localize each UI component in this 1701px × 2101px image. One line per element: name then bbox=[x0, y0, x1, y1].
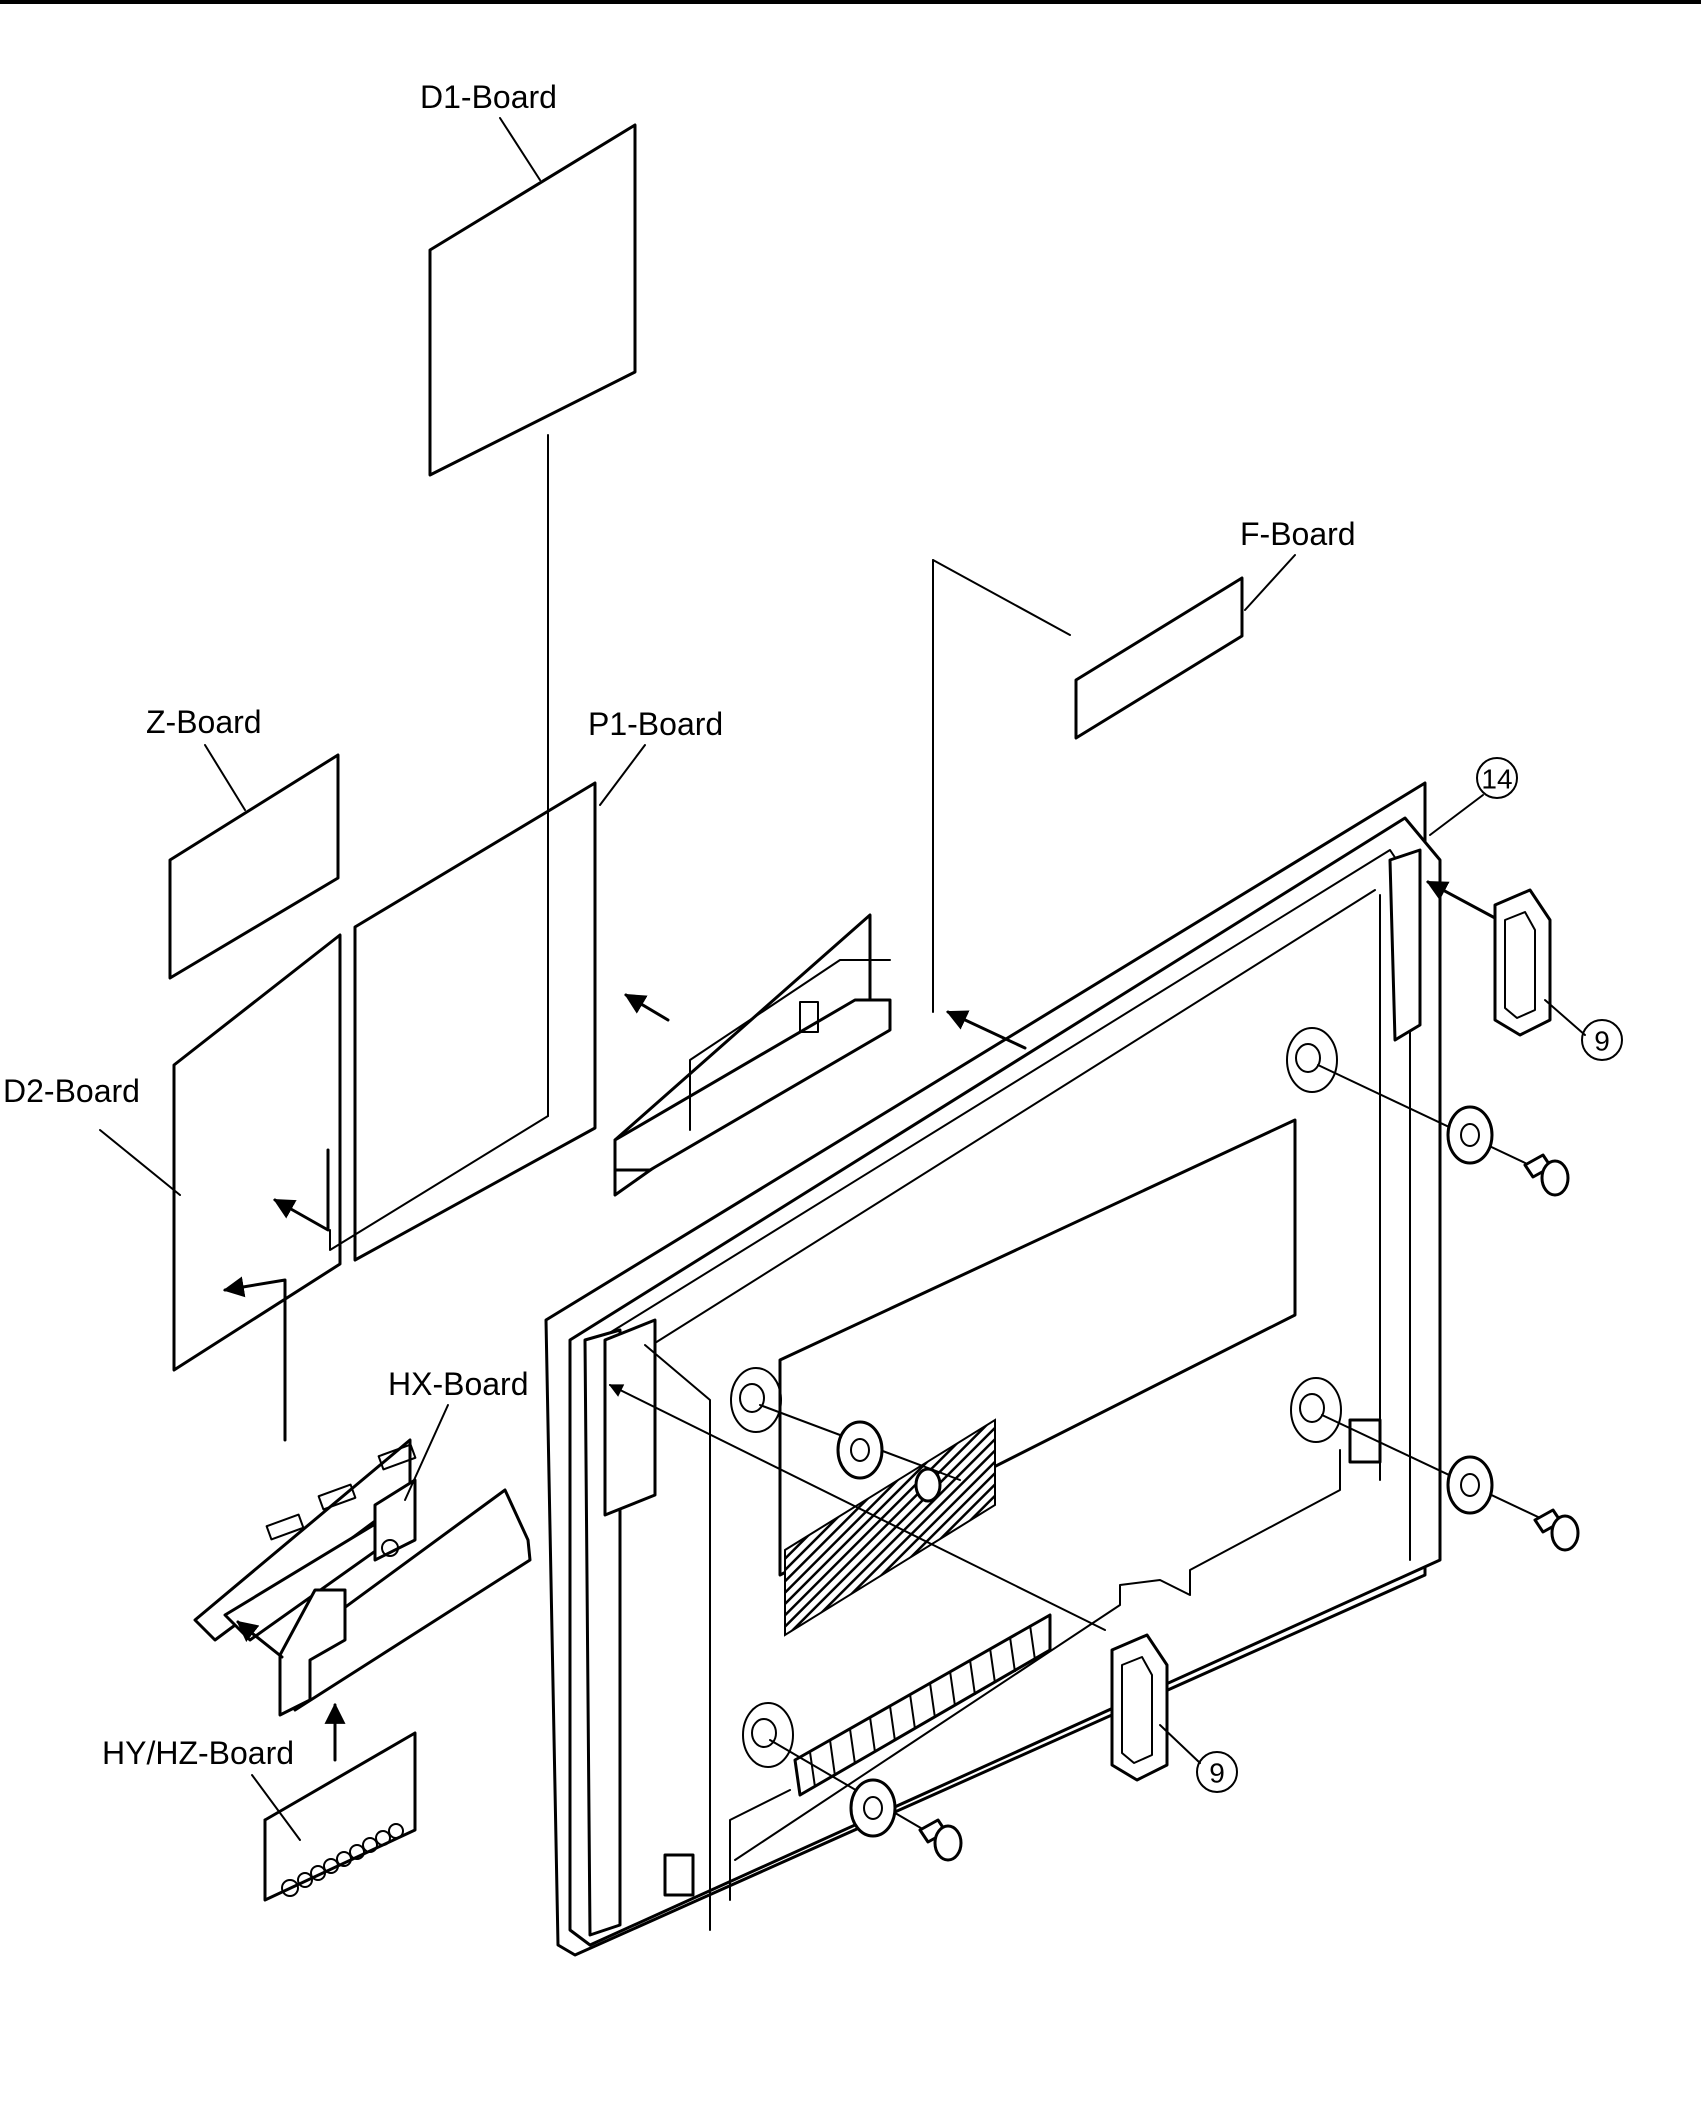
p1-board bbox=[329, 781, 597, 1262]
mounting-hole-upper-right bbox=[1286, 1027, 1338, 1093]
screw-washer-bottom bbox=[769, 1739, 963, 1862]
d2-board bbox=[172, 933, 342, 1442]
handle-right bbox=[1426, 880, 1552, 1037]
svg-text:9: 9 bbox=[1594, 1026, 1610, 1057]
hy-hz-connector-pins bbox=[281, 1823, 404, 1897]
f-board bbox=[932, 559, 1244, 1013]
d1-board-leader bbox=[499, 117, 541, 181]
d2-board-leader bbox=[99, 1129, 181, 1196]
handle-bottom bbox=[1110, 1633, 1169, 1782]
hx-board-label: HX-Board bbox=[388, 1366, 529, 1402]
f-board-label: F-Board bbox=[1240, 516, 1356, 552]
hx-board-leader bbox=[404, 1404, 449, 1501]
z-board bbox=[168, 753, 340, 980]
mounting-hole-right bbox=[1290, 1377, 1342, 1443]
callout-9-right: 9 bbox=[1544, 999, 1623, 1061]
mounting-hole-left-upper bbox=[730, 1367, 782, 1433]
z-board-label: Z-Board bbox=[146, 704, 262, 740]
hy-hz-board-label: HY/HZ-Board bbox=[102, 1735, 294, 1771]
screw-washer-center bbox=[759, 1404, 961, 1503]
p1-board-label: P1-Board bbox=[588, 706, 723, 742]
mounting-hole-left-lower bbox=[742, 1702, 794, 1768]
f-board-leader bbox=[1244, 554, 1296, 611]
main-chassis bbox=[544, 781, 1442, 1957]
center-bracket bbox=[613, 913, 1027, 1197]
d1-board bbox=[428, 123, 637, 1117]
d1-board-label: D1-Board bbox=[420, 79, 557, 115]
hx-board-rail bbox=[236, 1488, 532, 1717]
svg-text:14: 14 bbox=[1481, 764, 1512, 795]
hy-hz-board-leader bbox=[251, 1774, 301, 1841]
hy-hz-board bbox=[263, 1702, 417, 1902]
connector-strip-teeth bbox=[809, 1624, 1036, 1788]
screw-washer-right bbox=[1321, 1414, 1580, 1552]
hx-board bbox=[193, 1438, 417, 1642]
p1-board-leader bbox=[599, 744, 646, 806]
callout-9-bottom: 9 bbox=[1159, 1724, 1238, 1793]
callout-14: 14 bbox=[1429, 757, 1518, 836]
z-board-leader bbox=[204, 744, 246, 811]
svg-text:9: 9 bbox=[1209, 1758, 1225, 1789]
d2-board-label: D2-Board bbox=[3, 1073, 140, 1109]
screw-washer-upper-right bbox=[1317, 1064, 1570, 1197]
